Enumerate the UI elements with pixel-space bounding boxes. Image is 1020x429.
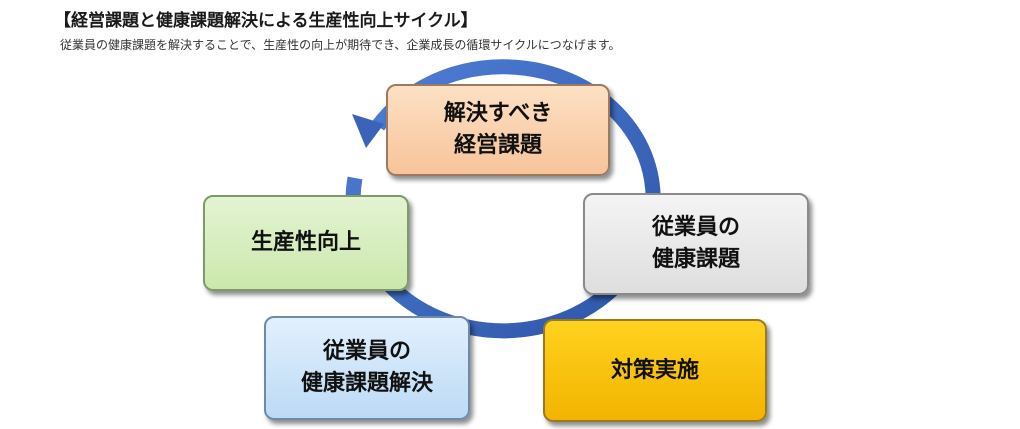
- node-health-issue-solved-line1: 従業員の: [322, 339, 411, 365]
- node-management-issue-line2: 経営課題: [453, 133, 542, 158]
- page-subtitle: 従業員の健康課題を解決することで、生産性の向上が期待でき、企業成長の循環サイクル…: [60, 38, 621, 52]
- node-management-issue: 解決すべき 経営課題: [386, 84, 610, 176]
- cycle-arrowhead: [352, 114, 384, 148]
- node-health-issue-line1: 従業員の: [651, 215, 740, 241]
- node-health-issue-solved: 従業員の 健康課題解決: [264, 316, 470, 420]
- node-health-issue: 従業員の 健康課題: [583, 193, 809, 295]
- node-health-issue-line2: 健康課題: [651, 247, 740, 272]
- node-implement-measures-line1: 対策実施: [610, 357, 699, 383]
- node-productivity-improvement: 生産性向上: [203, 195, 409, 291]
- node-productivity-improvement-line1: 生産性向上: [250, 230, 361, 256]
- node-implement-measures: 対策実施: [543, 319, 767, 422]
- node-management-issue-line1: 解決すべき: [443, 101, 553, 127]
- node-health-issue-solved-line2: 健康課題解決: [300, 371, 433, 396]
- page-title: 【経営課題と健康課題解決による生産性向上サイクル】: [54, 11, 478, 31]
